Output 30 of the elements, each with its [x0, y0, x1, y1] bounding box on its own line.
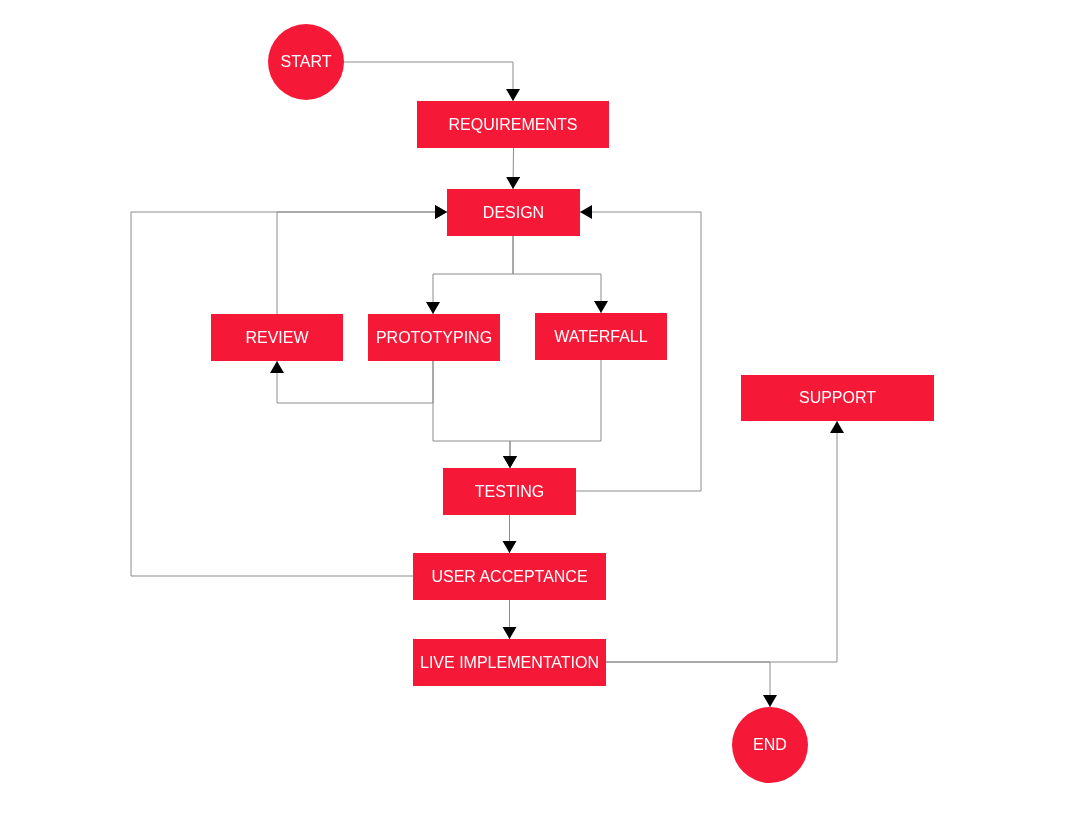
- arrow: [343, 61, 520, 102]
- node-label: PROTOTYPING: [375, 328, 493, 347]
- node-label: USER ACCEPTANCE: [431, 567, 588, 586]
- arrow: [512, 235, 608, 314]
- process-box: [417, 101, 609, 148]
- node-label: WATERFALL: [554, 327, 648, 346]
- process-box: [447, 189, 580, 236]
- arrow: [502, 599, 517, 640]
- node-label: SUPPORT: [798, 389, 877, 407]
- node-label: TESTING: [474, 482, 545, 501]
- arrow: [575, 205, 702, 492]
- arrow: [605, 661, 777, 708]
- arrow: [270, 360, 434, 404]
- node-label: LIVE IMPLEMENTATION: [420, 653, 599, 672]
- process-box: [211, 314, 343, 361]
- arrow: [502, 514, 517, 554]
- process-box: [413, 553, 606, 600]
- node-label: END: [753, 736, 787, 754]
- node-label: REVIEW: [245, 328, 309, 347]
- process-box: [443, 468, 576, 515]
- arrow: [130, 205, 448, 577]
- process-box: [413, 639, 606, 686]
- node-label: REQUIREMENTS: [448, 115, 578, 134]
- node-label: DESIGN: [482, 203, 545, 222]
- arrow: [503, 359, 602, 469]
- process-box: [535, 313, 667, 360]
- process-box: [368, 314, 500, 361]
- node-label: START: [280, 53, 332, 71]
- arrow: [506, 147, 521, 190]
- process-box: [741, 375, 934, 421]
